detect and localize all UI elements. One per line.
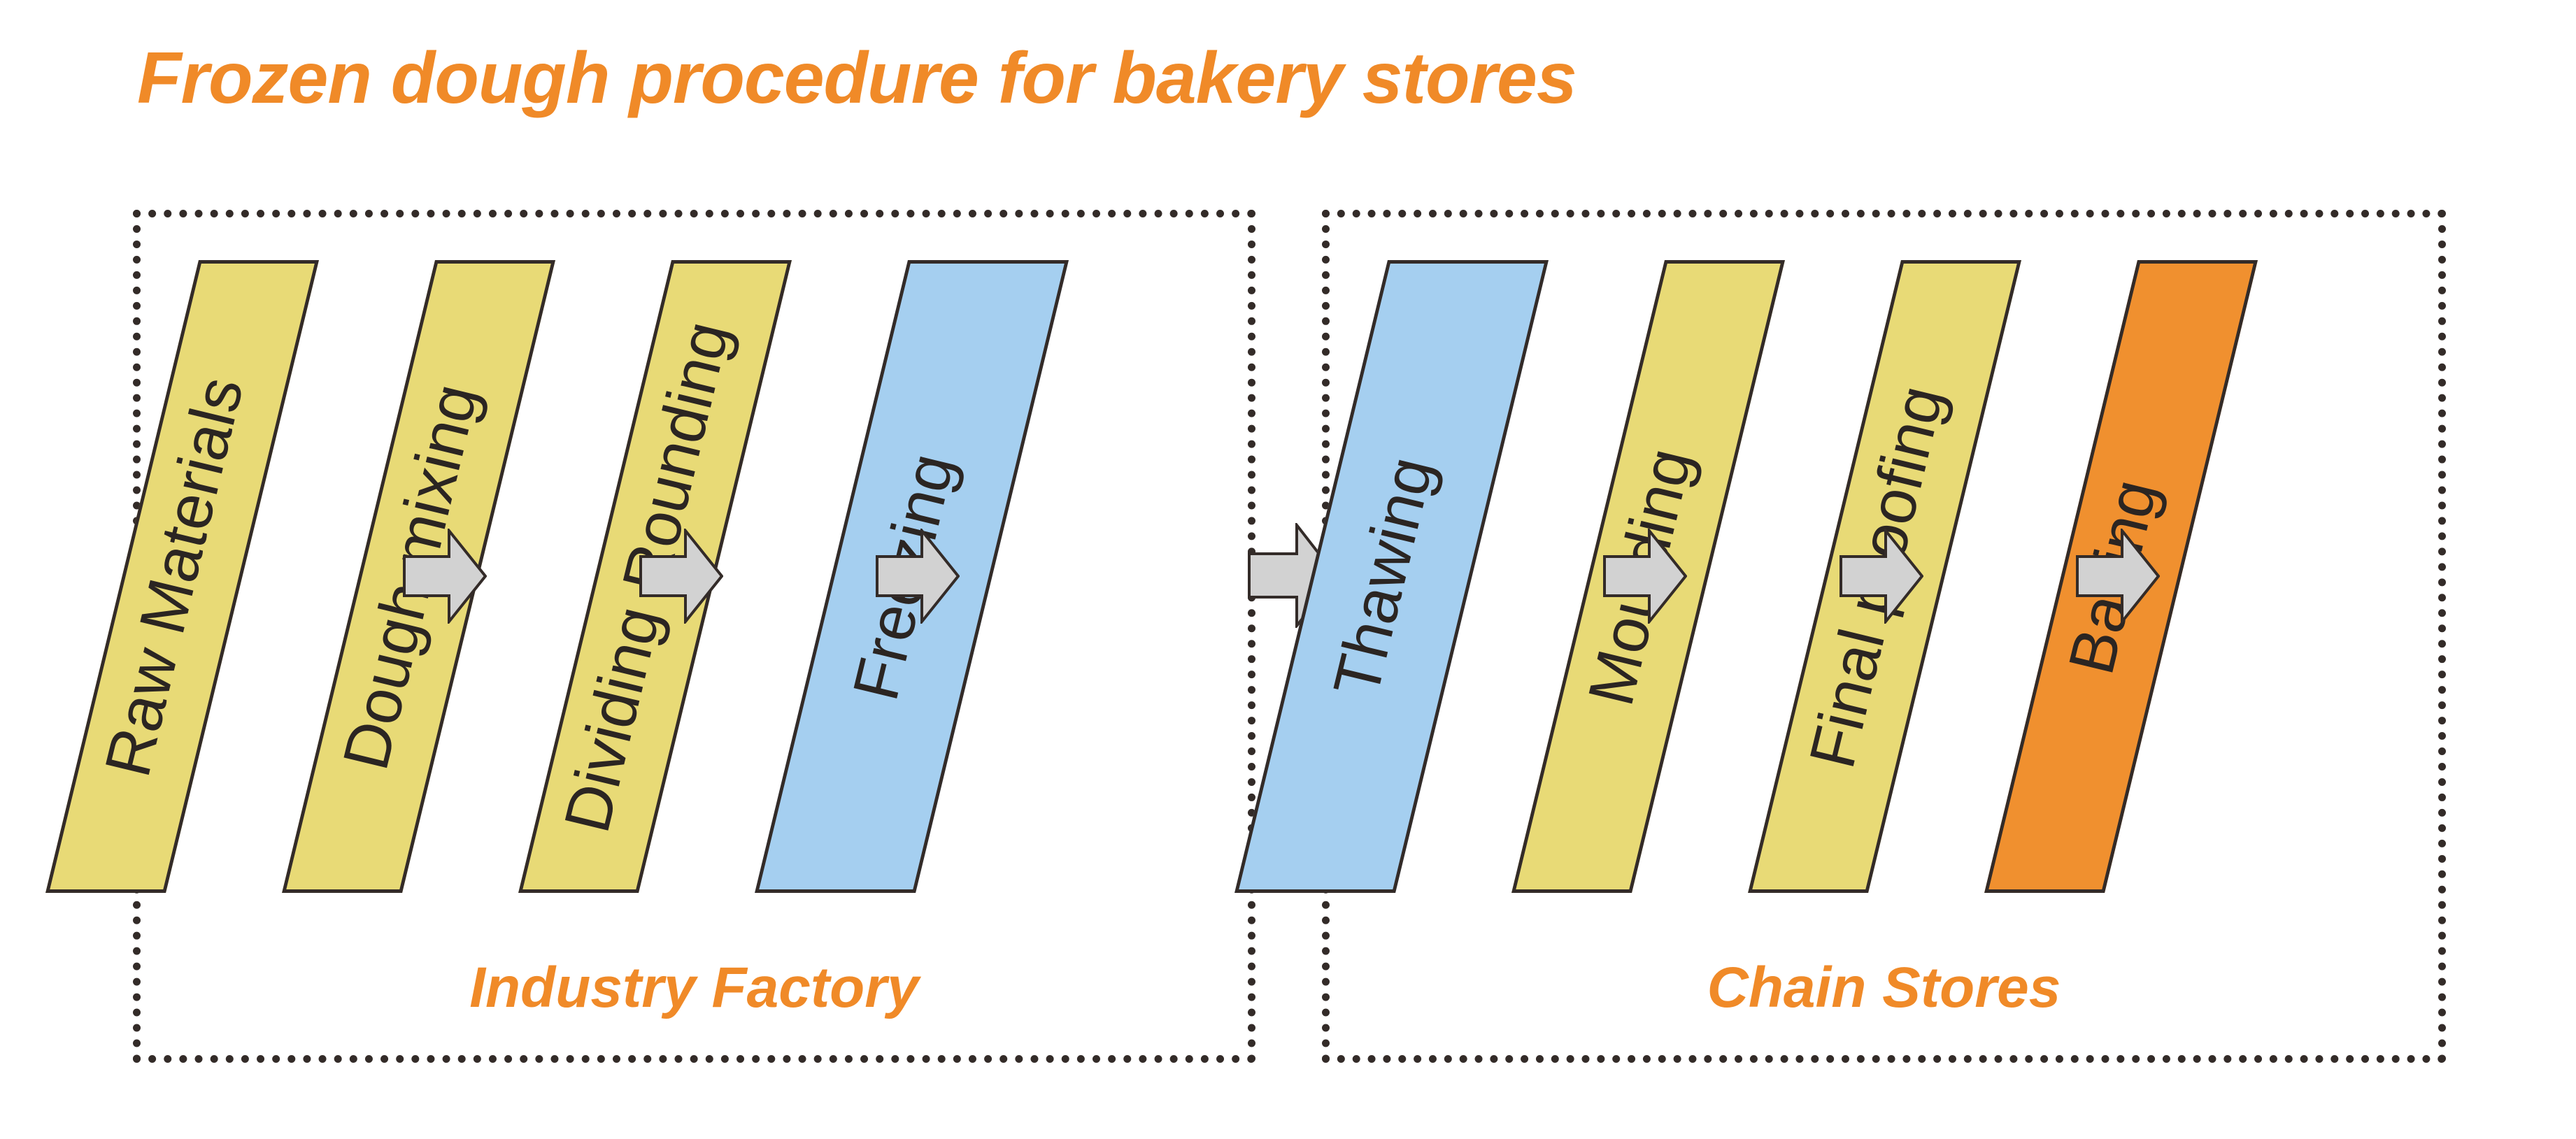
- block-arrow-right-icon: [639, 529, 723, 624]
- panel-caption-industry-factory: Industry Factory: [469, 956, 919, 1019]
- block-arrow-right-icon: [2076, 529, 2160, 624]
- block-arrow-right-icon: [403, 529, 487, 624]
- block-arrow-right-icon: [876, 529, 960, 624]
- block-arrow-right-icon: [1603, 529, 1687, 624]
- panel-caption-chain-stores: Chain Stores: [1707, 956, 2061, 1019]
- page-title: Frozen dough procedure for bakery stores: [137, 38, 1577, 119]
- block-arrow-right-icon: [1840, 529, 1923, 624]
- process-step-label: Thawing: [1320, 450, 1447, 703]
